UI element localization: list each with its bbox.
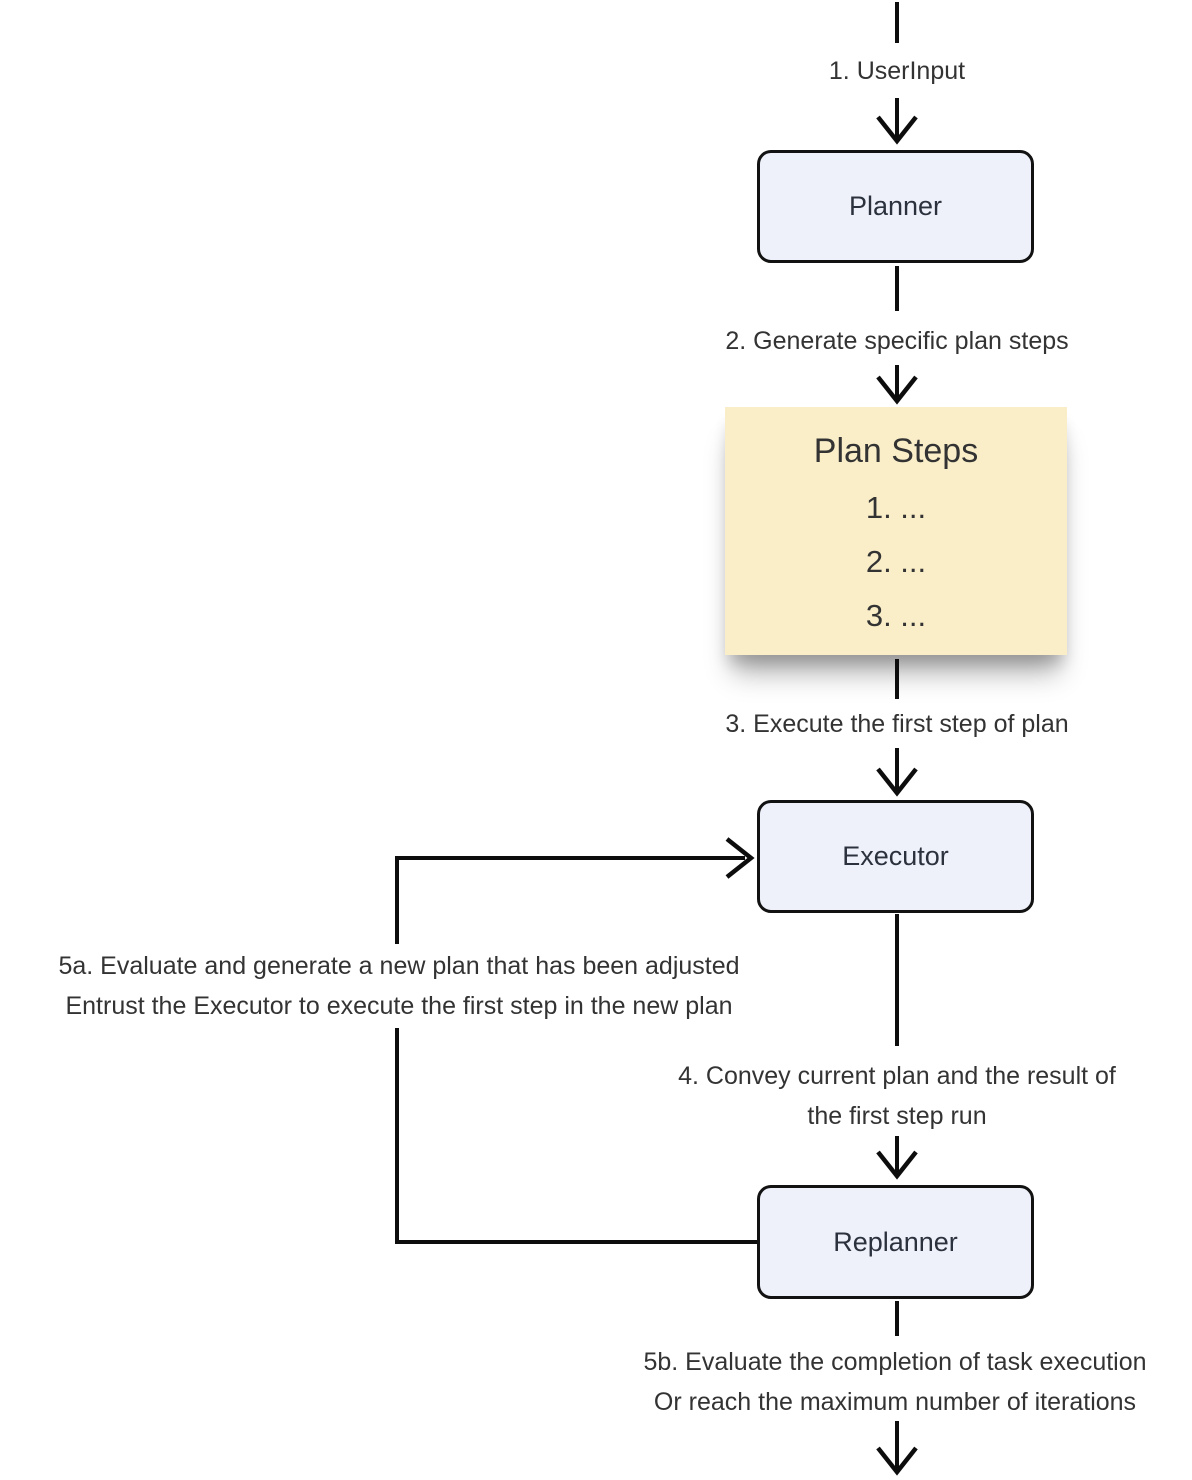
node-replanner: Replanner bbox=[757, 1185, 1034, 1299]
arrow-final-output bbox=[876, 1421, 918, 1476]
edge-label-generate-steps: 2. Generate specific plan steps bbox=[725, 327, 1069, 355]
edge-label-complete-line2: Or reach the maximum number of iteration… bbox=[653, 1388, 1137, 1416]
plan-step-item: 2. ... bbox=[865, 544, 927, 579]
edge-label-replan-line1: 5a. Evaluate and generate a new plan tha… bbox=[58, 952, 740, 980]
edge-label-complete: 5b. Evaluate the completion of task exec… bbox=[643, 1342, 1146, 1422]
edge-label-complete-line1: 5b. Evaluate the completion of task exec… bbox=[643, 1348, 1147, 1376]
edge-label-replan-line2: Entrust the Executor to execute the firs… bbox=[65, 992, 733, 1020]
arrow-to-executor bbox=[876, 748, 918, 797]
edge-label-replan: 5a. Evaluate and generate a new plan tha… bbox=[50, 944, 748, 1028]
plan-steps-list: 1. ... 2. ... 3. ... bbox=[725, 481, 1067, 643]
edge-label-convey-line1: 4. Convey current plan and the result of bbox=[678, 1062, 1116, 1090]
arrow-userinput-to-planner bbox=[876, 98, 918, 145]
node-planner: Planner bbox=[757, 150, 1034, 263]
node-plan-steps: Plan Steps 1. ... 2. ... 3. ... bbox=[725, 407, 1067, 655]
arrow-to-plan-steps bbox=[876, 365, 918, 405]
edge-label-convey: 4. Convey current plan and the result of… bbox=[678, 1056, 1116, 1136]
arrow-replanner-loop-to-executor bbox=[395, 837, 757, 1244]
node-executor-label: Executor bbox=[842, 841, 949, 871]
node-executor: Executor bbox=[757, 800, 1034, 913]
edge-label-convey-line2: the first step run bbox=[807, 1102, 987, 1130]
plan-steps-title: Plan Steps bbox=[813, 432, 979, 470]
plan-step-item: 3. ... bbox=[865, 598, 927, 633]
arrow-to-replanner bbox=[876, 1136, 918, 1180]
node-planner-label: Planner bbox=[848, 191, 943, 221]
node-replanner-label: Replanner bbox=[833, 1226, 958, 1257]
edge-label-execute-first: 3. Execute the first step of plan bbox=[725, 710, 1069, 738]
edge-label-user-input: 1. UserInput bbox=[828, 57, 966, 85]
plan-step-item: 1. ... bbox=[865, 490, 927, 525]
